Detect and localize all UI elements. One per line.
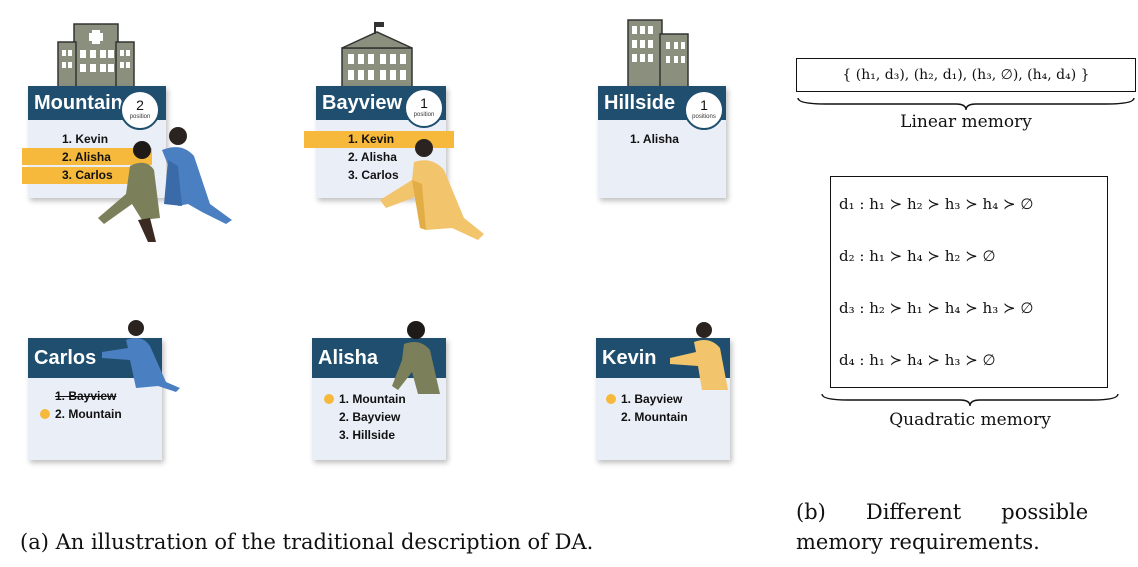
highlight-bar (22, 148, 152, 165)
list-item-label: 1. Mountain (339, 392, 406, 406)
linear-memory-label: Linear memory (900, 112, 1032, 132)
list-item: 2. Mountain (621, 410, 688, 424)
preference-list: 1. Kevin 2. Alisha 3. Carlos (348, 130, 399, 184)
capacity-label: position (129, 114, 151, 120)
hospital-building-icon (627, 19, 689, 88)
list-item: 2. Alisha (62, 150, 111, 164)
list-item: 1. Bayview (40, 387, 122, 405)
preference-row: d₁ : h₁ ≻ h₂ ≻ h₃ ≻ h₄ ≻ ∅ (839, 195, 1034, 213)
list-item: 2. Mountain (40, 405, 122, 423)
caption-b-line2: memory requirements. (796, 530, 1040, 554)
capacity-number: 2 (136, 97, 144, 113)
list-item: 1. Kevin (348, 132, 395, 146)
hospital-building-icon (341, 22, 413, 88)
list-item-label: 2. Mountain (55, 407, 122, 421)
caption-a: (a) An illustration of the traditional d… (20, 530, 594, 554)
underbrace-icon (797, 97, 1135, 111)
list-item: 3. Carlos (62, 168, 113, 182)
linear-memory-box: { (h₁, d₃), (h₂, d₁), (h₃, ∅), (h₄, d₄) … (796, 58, 1136, 92)
capacity-badge: 1 position (404, 88, 444, 128)
proposal-dot-icon (324, 394, 334, 404)
list-item: 1. Kevin (62, 132, 109, 146)
list-item: 2. Bayview (339, 410, 401, 424)
preference-row: d₃ : h₂ ≻ h₁ ≻ h₄ ≻ h₃ ≻ ∅ (839, 299, 1034, 317)
list-item-label: 1. Bayview (621, 392, 683, 406)
preference-row: d₂ : h₁ ≻ h₄ ≻ h₂ ≻ ∅ (839, 247, 996, 265)
capacity-badge: 2 position (120, 90, 160, 130)
capacity-label: position (413, 112, 435, 118)
linear-memory-formula: { (h₁, d₃), (h₂, d₁), (h₃, ∅), (h₄, d₄) … (842, 67, 1090, 83)
proposal-dot-icon (606, 394, 616, 404)
list-item: 1. Alisha (630, 132, 679, 146)
doctor-illustration (380, 139, 484, 240)
rejected-choice: 1. Bayview (55, 389, 117, 403)
underbrace-icon (821, 393, 1119, 407)
capacity-number: 1 (700, 97, 708, 113)
preference-list: 1. Bayview 2. Mountain (606, 390, 688, 426)
caption-b-line1: (b) Different possible (796, 500, 1089, 524)
hospital-building-icon (57, 23, 135, 88)
proposal-dot-icon (40, 409, 50, 419)
quadratic-memory-box: d₁ : h₁ ≻ h₂ ≻ h₃ ≻ h₄ ≻ ∅ d₂ : h₁ ≻ h₄ … (830, 176, 1108, 388)
list-item: 1. Mountain (324, 390, 406, 408)
list-item: 1. Bayview (606, 390, 688, 408)
kevin-illustration (670, 322, 728, 390)
preference-list: 1. Alisha (630, 130, 679, 148)
highlight-bar (22, 167, 152, 184)
hospital-card-hillside: Hillside 1 positions 1. Alisha (598, 86, 726, 198)
capacity-label: positions (692, 114, 716, 120)
preference-row: d₄ : h₁ ≻ h₄ ≻ h₃ ≻ ∅ (839, 351, 996, 369)
list-item: 2. Alisha (348, 150, 397, 164)
list-item: 3. Hillside (339, 428, 396, 442)
preference-list: 1. Kevin 2. Alisha 3. Carlos (62, 130, 113, 184)
preference-list: 1. Mountain 2. Bayview 3. Hillside (324, 390, 406, 444)
quadratic-memory-label: Quadratic memory (889, 410, 1051, 430)
capacity-number: 1 (420, 95, 428, 111)
carlos-illustration (102, 320, 180, 392)
doctors-illustration (98, 127, 232, 242)
list-item: 3. Carlos (348, 168, 399, 182)
preference-list: 1. Bayview 2. Mountain (40, 387, 122, 423)
capacity-badge: 1 positions (684, 90, 724, 130)
alisha-illustration (392, 321, 440, 394)
